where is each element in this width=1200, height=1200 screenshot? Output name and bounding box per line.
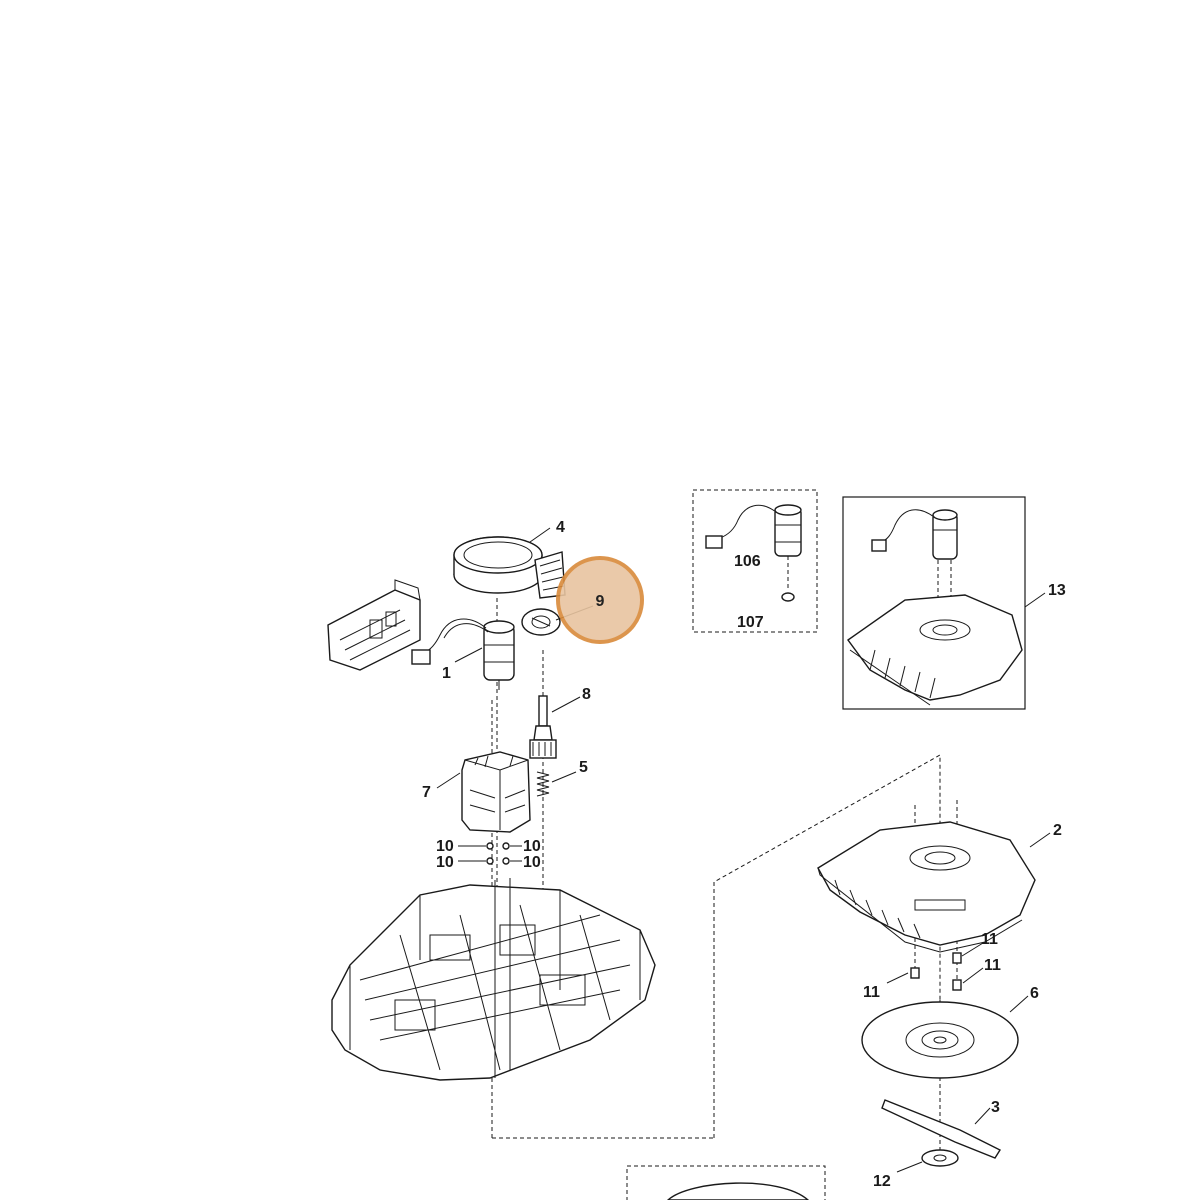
callout-labels: 4 1 8 5 7 10 10 10 10 106 107 13 2 11 11… — [422, 519, 1066, 1190]
part-3-blade — [881, 1099, 1002, 1159]
callout-8: 8 — [582, 686, 591, 703]
parts-10-screws — [486, 842, 510, 865]
callout-4: 4 — [556, 519, 565, 536]
part-7-motor-housing — [461, 751, 531, 833]
callout-10-right-bottom: 10 — [523, 854, 541, 871]
callout-107: 107 — [737, 614, 764, 631]
callout-12: 12 — [873, 1173, 891, 1190]
highlight-marker: 9 — [556, 556, 644, 644]
callout-10-left-bottom: 10 — [436, 854, 454, 871]
callout-11-left: 11 — [863, 984, 880, 1001]
part-5-spring — [536, 771, 550, 797]
part-2-blade-guard — [817, 821, 1036, 953]
callout-1: 1 — [442, 665, 451, 682]
parts-11-screws — [910, 952, 962, 991]
kit-box-106-107 — [692, 489, 818, 633]
chassis-frame — [331, 878, 656, 1081]
callout-106: 106 — [734, 553, 761, 570]
callout-3: 3 — [991, 1099, 1000, 1116]
callout-10-right-top: 10 — [523, 838, 541, 855]
callout-2: 2 — [1053, 822, 1062, 839]
part-4-motor-ring — [453, 536, 566, 599]
callout-7: 7 — [422, 784, 431, 801]
kit-box-13 — [842, 496, 1026, 710]
callout-6: 6 — [1030, 985, 1039, 1002]
part-6-cutting-disc — [861, 1001, 1019, 1079]
kit-box-bottom — [626, 1165, 826, 1200]
part-9-gear-disc — [521, 608, 561, 636]
callout-5: 5 — [579, 759, 588, 776]
callout-10-left-top: 10 — [436, 838, 454, 855]
callout-11-bottom: 11 — [984, 957, 1001, 974]
highlight-label: 9 — [596, 593, 605, 610]
leader-lines — [436, 527, 1051, 1173]
highlight-circle — [556, 556, 644, 644]
part-1-motor — [411, 618, 515, 690]
callout-13: 13 — [1048, 582, 1066, 599]
part-12-blade-hub — [921, 1149, 959, 1167]
pcb-bracket — [327, 579, 421, 671]
callout-11-top: 11 — [981, 931, 998, 948]
part-8-shaft — [529, 695, 557, 759]
